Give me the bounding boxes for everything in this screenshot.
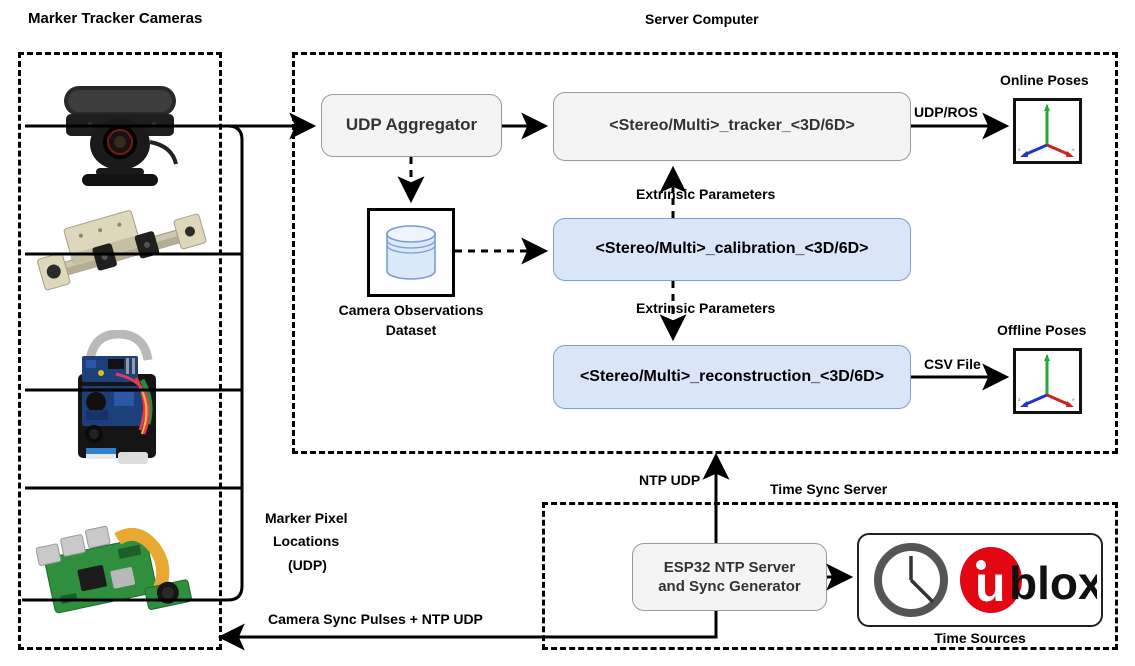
time-sources-box[interactable]: u blox <box>857 533 1103 627</box>
svg-text:u: u <box>975 556 1006 612</box>
camera-observations-dataset-icon[interactable] <box>367 208 455 297</box>
offline-poses-axes-thumbnail: Y Z X <box>1013 348 1082 414</box>
timesync-panel-title: Time Sync Server <box>770 481 888 497</box>
camera-sync-edge-label: Camera Sync Pulses + NTP UDP <box>268 611 483 627</box>
esp32-ntp-server-box[interactable]: ESP32 NTP Server and Sync Generator <box>632 543 827 611</box>
online-poses-label: Online Poses <box>1000 72 1089 88</box>
offline-poses-label: Offline Poses <box>997 322 1087 338</box>
esp32-label-line2: and Sync Generator <box>658 578 801 595</box>
ps3-eye-camera <box>50 78 190 190</box>
csv-file-edge-label: CSV File <box>924 356 981 372</box>
dataset-label-line2: Dataset <box>385 322 437 338</box>
linear-rail-actuator <box>32 200 212 305</box>
svg-text:X: X <box>1072 397 1075 402</box>
extrinsic-params-bottom-label: Extrinsic Parameters <box>636 300 776 316</box>
calibration-box[interactable]: <Stereo/Multi>_calibration_<3D/6D> <box>553 218 911 281</box>
ntp-udp-edge-label: NTP UDP <box>639 472 701 488</box>
esp32-label-line1: ESP32 NTP Server <box>663 558 796 576</box>
dataset-label-line1: Camera Observations <box>338 302 484 318</box>
reconstruction-box[interactable]: <Stereo/Multi>_reconstruction_<3D/6D> <box>553 345 911 409</box>
tracker-box[interactable]: <Stereo/Multi>_tracker_<3D/6D> <box>553 92 911 161</box>
raspberry-pi-camera <box>35 510 206 630</box>
server-panel-boundary <box>292 52 1118 454</box>
svg-text:Z: Z <box>1018 147 1021 152</box>
server-panel-title: Server Computer <box>645 11 759 27</box>
timesync-panel-boundary <box>542 502 1118 650</box>
svg-text:Y: Y <box>1046 353 1049 358</box>
marker-pixel-label-line3: (UDP) <box>288 557 327 573</box>
marker-pixel-label-line1: Marker Pixel <box>265 510 348 526</box>
time-sources-label: Time Sources <box>934 630 1026 646</box>
cameras-panel-title: Marker Tracker Cameras <box>28 10 203 27</box>
svg-text:Y: Y <box>1046 103 1049 108</box>
svg-text:X: X <box>1072 147 1075 152</box>
udp-ros-edge-label: UDP/ROS <box>914 104 978 120</box>
online-poses-axes-thumbnail: Y Z X <box>1013 98 1082 164</box>
svg-text:Z: Z <box>1018 397 1021 402</box>
udp-aggregator-box[interactable]: UDP Aggregator <box>321 94 502 157</box>
marker-pixel-label-line2: Locations <box>273 533 340 549</box>
svg-text:blox: blox <box>1009 557 1097 609</box>
custom-pcb-camera <box>56 329 180 470</box>
extrinsic-params-top-label: Extrinsic Parameters <box>636 186 776 202</box>
